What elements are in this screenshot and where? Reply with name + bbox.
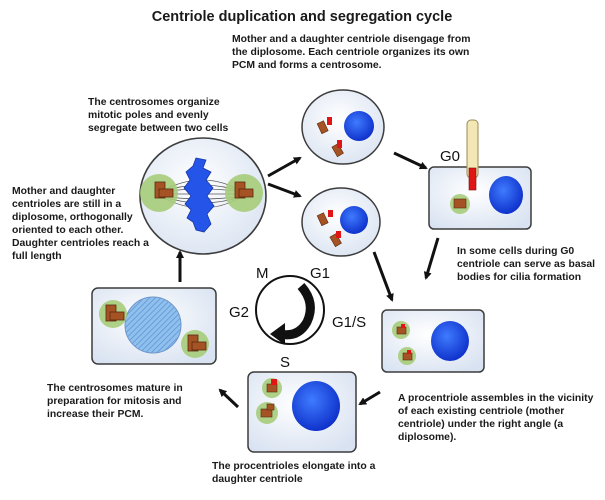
procentriole — [271, 379, 277, 385]
nucleus — [431, 321, 469, 361]
arrow-to-g0 — [393, 151, 428, 170]
centriole-mother — [331, 143, 344, 158]
centriole — [396, 326, 407, 335]
arrow-s-to-g2 — [218, 388, 240, 409]
centriole — [453, 198, 467, 209]
phase-label-m: M — [256, 265, 269, 282]
mitotic-cell — [139, 137, 267, 255]
phase-label-g0: G0 — [440, 148, 460, 165]
caption-elongation: The procentrioles elongate into a daught… — [212, 461, 376, 485]
caption-maturation: The centrosomes mature in preparation fo… — [47, 383, 183, 420]
nucleus-g2 — [124, 296, 182, 354]
phase-label-g2: G2 — [229, 304, 249, 321]
cell-cycle-circle: M G1 G1/S S G2 — [229, 265, 366, 371]
centriole — [266, 383, 278, 393]
caption-diplosome: Mother and daughter centrioles are still… — [12, 186, 149, 262]
phase-label-g1: G1 — [310, 265, 330, 282]
arrow-mitosis-to-cell-upper — [267, 156, 302, 178]
centriole-mother — [329, 233, 342, 248]
phase-label-g1s: G1/S — [332, 314, 366, 331]
cell-g1s — [381, 309, 485, 373]
procentriole — [266, 403, 275, 411]
centriole-daughter — [328, 210, 333, 217]
centriole-daughter — [336, 231, 341, 238]
centriole-mother — [316, 212, 329, 227]
cycle-arrowhead-icon — [270, 323, 285, 345]
arrow-mitosis-to-cell-g1 — [267, 182, 302, 198]
cycle-arrows — [176, 151, 440, 409]
procentriole — [401, 324, 405, 328]
nucleus — [489, 176, 523, 214]
centriole-daughter — [327, 117, 332, 125]
cell-g0-ciliated: G0 — [428, 119, 532, 230]
caption-procentriole-assembly: A procentriole assembles in the vicinity… — [398, 393, 594, 443]
caption-disengage: Mother and a daughter centriole disengag… — [232, 34, 471, 71]
nucleus — [340, 206, 368, 234]
arrow-g1-to-g1s — [372, 251, 394, 302]
condensed-chromosomes — [183, 157, 215, 233]
basal-body — [468, 167, 477, 191]
procentriole — [407, 350, 411, 354]
phase-label-s: S — [280, 354, 290, 371]
cell-disengaged-upper — [301, 89, 385, 165]
centriole-mother — [316, 120, 329, 135]
centriole — [260, 408, 273, 418]
nucleus — [292, 381, 340, 431]
cell-g2 — [91, 287, 217, 365]
caption-mitotic-poles: The centrosomes organize mitotic poles a… — [88, 97, 229, 134]
cycle-arrow-icon — [279, 283, 315, 340]
centriole — [402, 352, 413, 361]
centriole-daughter — [337, 140, 342, 148]
cell-g1 — [301, 187, 381, 257]
arrow-g1s-to-s — [358, 390, 381, 406]
nucleus — [344, 111, 374, 141]
cell-s — [247, 371, 357, 453]
arrow-g0-to-g1s — [423, 237, 440, 280]
diagram-title: Centriole duplication and segregation cy… — [152, 9, 453, 25]
caption-basal-bodies: In some cells during G0 centriole can se… — [457, 246, 596, 283]
